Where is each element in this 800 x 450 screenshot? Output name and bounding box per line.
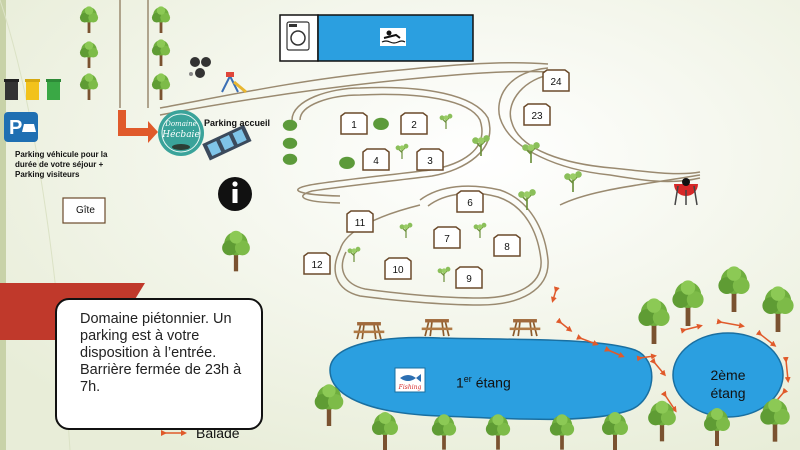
info-icon (218, 177, 252, 211)
playground-icon (221, 72, 247, 94)
laundry-icon (286, 21, 310, 51)
tree-icon (282, 153, 298, 165)
plot-23: 23 (523, 103, 551, 126)
plot-number: 10 (392, 265, 404, 276)
plot-11: 11 (346, 210, 374, 233)
tree-icon (339, 156, 355, 169)
parking-label: Parking véhicule pour la durée de votre … (15, 150, 108, 179)
plot-number: 9 (466, 274, 472, 285)
plot-number: 11 (355, 218, 366, 229)
notice-text: Domaine piétonnier. Un parking est à vot… (80, 311, 242, 395)
plot-9: 9 (455, 266, 483, 289)
plot-number: 2 (411, 120, 417, 131)
plot-3: 3 (416, 148, 444, 171)
gite-label: Gîte (76, 205, 95, 216)
notice-box (55, 298, 263, 430)
barbecue-icon (674, 178, 698, 206)
parking-accueil-label: Parking accueil (204, 118, 271, 128)
tree-icon (282, 137, 298, 149)
pond-1-label: 1er étang (456, 374, 511, 391)
swimming-icon (380, 28, 406, 46)
petanque-icon (189, 57, 211, 78)
gite-building (62, 197, 106, 224)
svg-text:P: P (9, 117, 22, 139)
recycling-bins-icon (4, 79, 61, 100)
plot-4: 4 (362, 148, 390, 171)
fishing-icon: Fishing (394, 367, 426, 393)
svg-text:Hécbaie: Hécbaie (161, 129, 200, 140)
tree-icon (373, 117, 389, 130)
plot-number: 6 (467, 198, 473, 209)
domain-logo: Domaine Hécbaie (158, 110, 204, 156)
svg-text:Fishing: Fishing (398, 384, 422, 391)
plot-number: 12 (311, 260, 323, 271)
plot-6: 6 (456, 190, 484, 213)
direction-arrow (118, 110, 158, 143)
plot-8: 8 (493, 234, 521, 257)
svg-text:Domaine: Domaine (164, 120, 197, 128)
plot-7: 7 (433, 226, 461, 249)
plot-number: 24 (550, 77, 562, 88)
plot-12: 12 (303, 252, 331, 275)
plot-number: 1 (351, 120, 357, 131)
reception-parking (202, 124, 252, 161)
legend-label: Balade (196, 425, 240, 441)
tree-icon (282, 119, 298, 131)
plot-number: 3 (427, 156, 433, 167)
plot-2: 2 (400, 112, 428, 135)
parking-sign-icon: P (4, 112, 38, 142)
plot-number: 23 (531, 111, 543, 122)
plot-number: 8 (504, 242, 510, 253)
plot-1: 1 (340, 112, 368, 135)
plot-10: 10 (384, 257, 412, 280)
plot-24: 24 (542, 69, 570, 92)
plot-number: 7 (444, 234, 450, 245)
plot-number: 4 (373, 156, 379, 167)
